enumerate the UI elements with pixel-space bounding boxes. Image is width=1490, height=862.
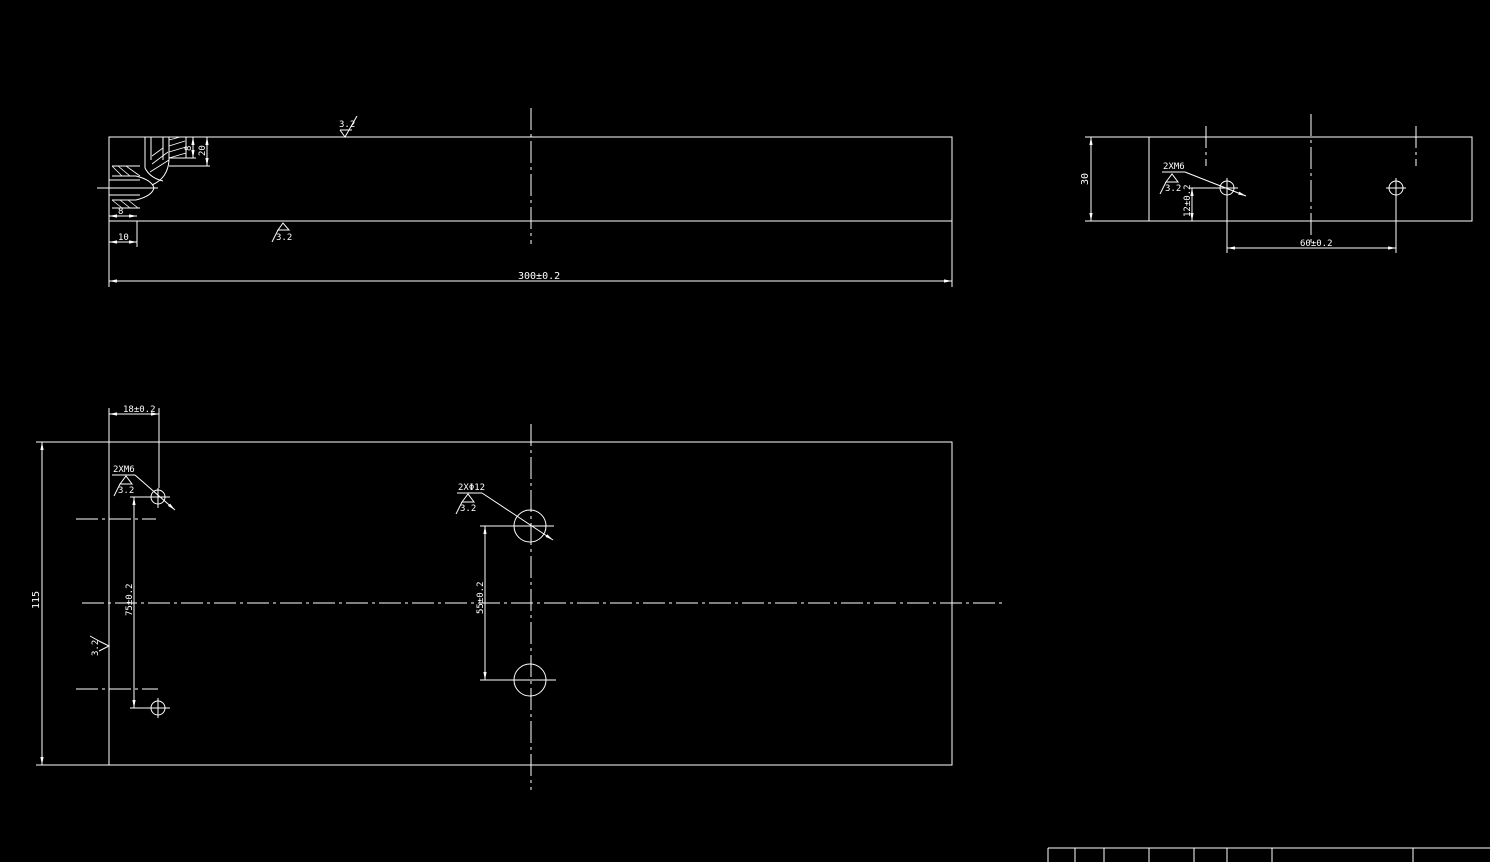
top-height-dim-text: 20 (198, 145, 208, 156)
small-spacing-dim-text: 75±0.2 (125, 583, 135, 616)
side-view: 30 2XM6 3.2 12±0.2 60±0.2 (1080, 114, 1473, 253)
large-hole-callout: 2XΦ12 3.2 (455, 483, 554, 541)
svg-text:2XM6: 2XM6 (113, 465, 135, 475)
top-depth-dim-text: 8 (184, 146, 194, 151)
side-roughness-symbol: 3.2 (89, 635, 111, 656)
top-view: 115 18±0.2 2XM6 3.2 75±0.2 (31, 405, 1004, 790)
svg-text:3.2: 3.2 (91, 640, 101, 656)
side-thread-callout: 2XM6 3.2 (1159, 162, 1247, 197)
svg-text:3.2: 3.2 (339, 120, 355, 130)
roughness-symbol-top: 3.2 (339, 115, 358, 138)
front-view: 300±0.2 10 8 8 20 3.2 3.2 (97, 108, 953, 287)
title-block (1047, 847, 1490, 862)
svg-text:3.2: 3.2 (460, 504, 476, 514)
side-height-dim-text: 30 (1080, 173, 1091, 185)
side-hole-spacing-dim-text: 60±0.2 (1300, 239, 1333, 249)
svg-text:3.2: 3.2 (118, 486, 134, 496)
roughness-symbol-bottom: 3.2 (271, 222, 292, 243)
side-hole-section (97, 165, 158, 209)
svg-text:2XΦ12: 2XΦ12 (458, 483, 485, 493)
small-thread-callout: 2XM6 3.2 (112, 465, 176, 511)
svg-text:3.2: 3.2 (1165, 184, 1181, 194)
svg-text:2XM6: 2XM6 (1163, 162, 1185, 172)
top-hole-section (144, 136, 187, 186)
top-left-offset-dim-text: 18±0.2 (123, 405, 156, 415)
large-spacing-dim-text: 55±0.2 (476, 581, 486, 614)
thread-depth-dim-text: 8 (118, 207, 123, 217)
svg-text:3.2: 3.2 (276, 233, 292, 243)
top-width-dim-text: 115 (31, 591, 42, 609)
side-hole-height-dim-text: 12±0.2 (1183, 184, 1193, 217)
left-offset-dim-text: 10 (118, 233, 129, 243)
length-dim-text: 300±0.2 (518, 271, 560, 282)
